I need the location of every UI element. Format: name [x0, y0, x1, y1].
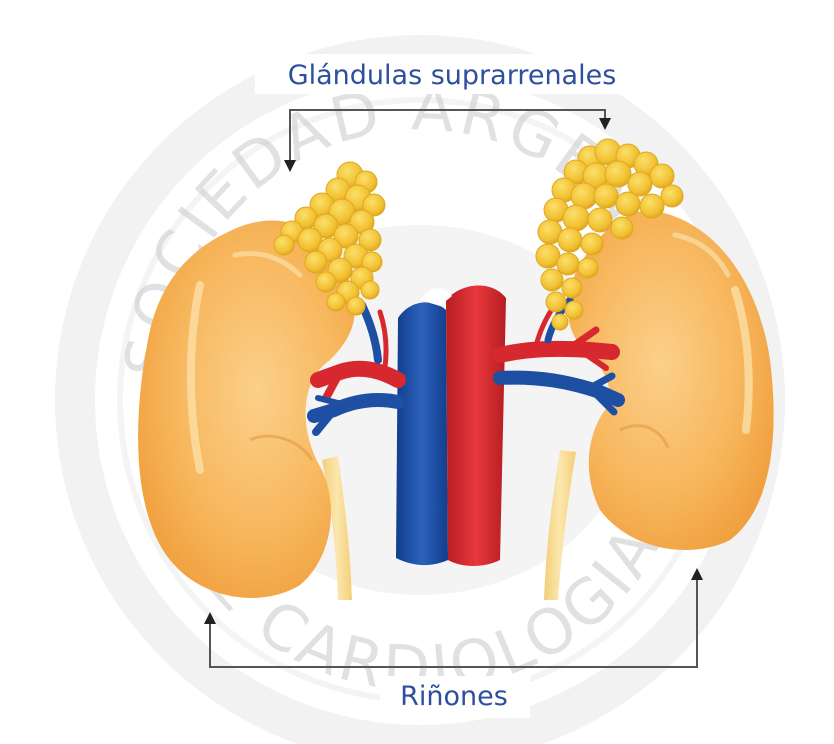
aorta — [446, 285, 506, 566]
great-vessels — [396, 285, 506, 566]
vena-cava — [396, 302, 448, 565]
kidneys-label: Riñones — [400, 681, 508, 712]
adrenal-glands-label: Glándulas suprarrenales — [288, 60, 617, 91]
